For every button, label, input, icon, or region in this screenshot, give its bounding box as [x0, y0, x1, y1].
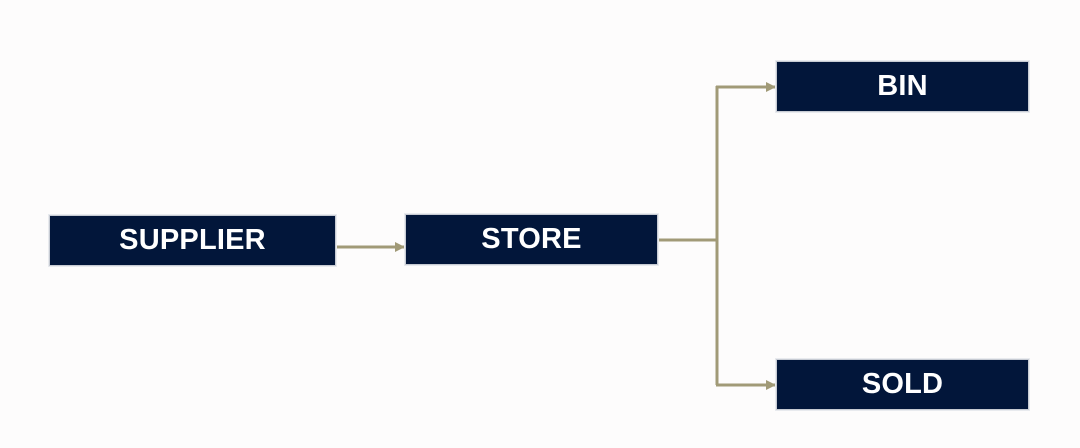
- node-sold: SOLD: [776, 359, 1029, 410]
- node-bin-label: BIN: [877, 70, 928, 102]
- node-store: STORE: [405, 214, 658, 265]
- node-bin: BIN: [776, 61, 1029, 112]
- node-sold-label: SOLD: [861, 368, 944, 400]
- node-supplier: SUPPLIER: [49, 215, 336, 266]
- node-supplier-label: SUPPLIER: [119, 224, 266, 256]
- node-store-label: STORE: [481, 223, 582, 255]
